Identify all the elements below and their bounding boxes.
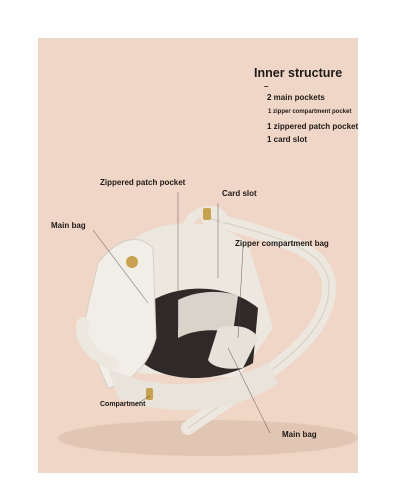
inner-line-main-pockets: 2 main pockets xyxy=(267,93,325,102)
label-main-bag-left: Main bag xyxy=(51,221,86,230)
label-compartment: Compartment xyxy=(100,401,146,408)
label-card-slot: Card slot xyxy=(222,189,257,198)
inner-line-zipper-compartment: 1 zipper compartment pocket xyxy=(268,109,352,115)
title-dash: – xyxy=(264,82,269,91)
inner-line-zippered-patch: 1 zippered patch pocket xyxy=(267,122,358,131)
inner-structure-title: Inner structure xyxy=(254,66,343,80)
label-zipper-compartment-bag: Zipper compartment bag xyxy=(235,239,329,248)
product-photo: Inner structure – 2 main pockets 1 zippe… xyxy=(38,38,358,473)
inner-line-card-slot: 1 card slot xyxy=(267,135,308,144)
label-zippered-patch-pocket: Zippered patch pocket xyxy=(100,178,186,187)
handbag-illustration xyxy=(58,192,358,456)
label-main-bag-bottom: Main bag xyxy=(282,430,317,439)
